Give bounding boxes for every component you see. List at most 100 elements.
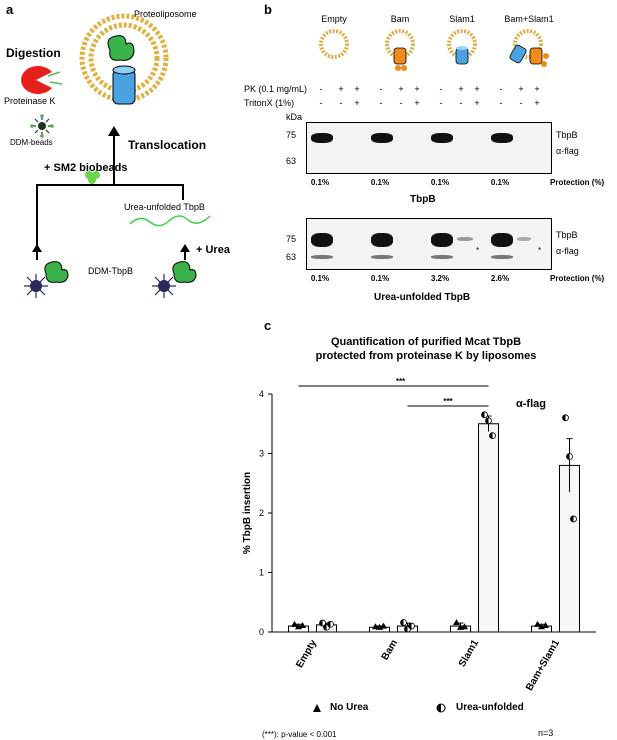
chart-title-line2: protected from proteinase K by liposomes: [315, 350, 537, 362]
y-tick-label: 3: [259, 449, 264, 459]
protection-label: Protection (%): [550, 178, 605, 187]
kda-label: kDa: [286, 112, 303, 122]
plus-urea-label: + Urea: [196, 244, 230, 256]
arrow-up-icon: [180, 244, 190, 252]
panel-a-letter: a: [6, 2, 14, 17]
data-point-triangle: [542, 622, 549, 629]
proteinase-k-label: Proteinase K: [4, 96, 56, 106]
data-point-half: [481, 411, 485, 418]
protection-value: 0.1%: [370, 274, 390, 283]
data-point-half: [570, 515, 574, 522]
ddm-bead-icon: [30, 114, 54, 138]
band-low: [431, 255, 453, 259]
asterisk-mark: *: [476, 246, 480, 255]
protection-value: 0.1%: [310, 178, 330, 187]
protection-value: 2.6%: [490, 274, 510, 283]
liposome-slam1-icon: [447, 29, 477, 65]
y-tick-label: 1: [259, 568, 264, 578]
significance-label: ***: [396, 377, 406, 386]
y-tick-label: 0: [259, 627, 264, 637]
ddm-beads-label: DDM-beads: [10, 138, 53, 147]
pk-sign: +: [458, 84, 464, 94]
band: [431, 133, 453, 143]
band: [311, 133, 333, 143]
significance-label: ***: [443, 397, 453, 406]
proteoliposome-label: Proteoliposome: [134, 9, 197, 19]
marker-75: 75: [286, 234, 297, 244]
data-point-triangle: [299, 622, 306, 629]
data-point-half: [327, 621, 331, 628]
data-point-half: [323, 624, 327, 631]
translocation-label: Translocation: [128, 138, 207, 152]
data-point-half: [319, 620, 323, 627]
tritonx-sign: +: [414, 98, 420, 108]
data-point-half: [404, 626, 408, 633]
band-low: [311, 255, 333, 259]
band: [491, 233, 513, 247]
protection-value: 0.1%: [370, 178, 390, 187]
legend-no-urea: No Urea: [330, 702, 369, 713]
condition-bam-slam1: Bam+Slam1: [504, 14, 554, 24]
protection-value: 0.1%: [430, 178, 450, 187]
up-arrow-left: [36, 248, 38, 260]
liposome-bam-icon: [385, 29, 415, 71]
x-tick-label: Bam: [380, 638, 400, 662]
marker-63: 63: [286, 252, 297, 262]
pk-sign: +: [518, 84, 524, 94]
ddm-tbpb-icon: [24, 261, 69, 298]
tritonx-sign: -: [379, 98, 383, 108]
ddm-tbpb-label: DDM-TbpB: [88, 266, 134, 276]
protection-value: 0.1%: [310, 274, 330, 283]
tritonx-sign: -: [459, 98, 463, 108]
band: [431, 233, 453, 247]
pk-sign: -: [319, 84, 323, 94]
sm2-biobeads-label: + SM2 biobeads: [44, 162, 128, 174]
protection-value: 3.2%: [430, 274, 450, 283]
blot1-title: TbpB: [410, 194, 436, 205]
tbpb-band-label: TbpB: [556, 230, 578, 240]
marker-63: 63: [286, 156, 297, 166]
arrow-head-icon: [108, 126, 120, 136]
data-point-half: [400, 619, 404, 626]
blot2-title: Urea-unfolded TbpB: [374, 292, 471, 303]
arrow-up-icon: [32, 244, 42, 252]
band-low: [491, 255, 513, 259]
pk-sign: -: [439, 84, 443, 94]
data-point-triangle: [380, 622, 387, 629]
data-point-triangle: [534, 620, 541, 627]
alpha-flag-label: α-flag: [556, 146, 579, 156]
band-low: [371, 255, 393, 259]
legend-urea: Urea-unfolded: [456, 702, 524, 713]
tritonx-sign: +: [534, 98, 540, 108]
protection-label: Protection (%): [550, 274, 605, 283]
blot-tbpb: [306, 122, 552, 174]
pk-sign: -: [499, 84, 503, 94]
alpha-flag-chart-label: α-flag: [516, 398, 546, 410]
y-tick-label: 2: [259, 508, 264, 518]
band-faint: [517, 237, 531, 241]
tritonx-sign: -: [519, 98, 523, 108]
pk-sign: +: [414, 84, 420, 94]
n-label: n=3: [538, 728, 554, 738]
condition-empty: Empty: [321, 14, 347, 24]
branch-line: [36, 184, 184, 186]
band-faint: [457, 237, 473, 241]
translocation-arrow: [113, 132, 115, 184]
data-point-half: [566, 453, 570, 460]
up-arrow-right: [184, 248, 186, 260]
proteinase-k-icon: [21, 66, 63, 94]
data-point-half: [562, 414, 566, 421]
tritonx-sign: +: [474, 98, 480, 108]
band: [371, 133, 393, 143]
digestion-label: Digestion: [6, 46, 61, 60]
data-point-triangle: [461, 623, 468, 630]
ddm-tbpb-icon: [152, 261, 197, 298]
tritonx-sign: -: [399, 98, 403, 108]
data-point-triangle: [453, 619, 460, 626]
tritonx-sign: +: [354, 98, 360, 108]
bar: [478, 423, 499, 633]
band: [491, 133, 513, 143]
band: [311, 233, 333, 247]
pk-sign: +: [534, 84, 540, 94]
